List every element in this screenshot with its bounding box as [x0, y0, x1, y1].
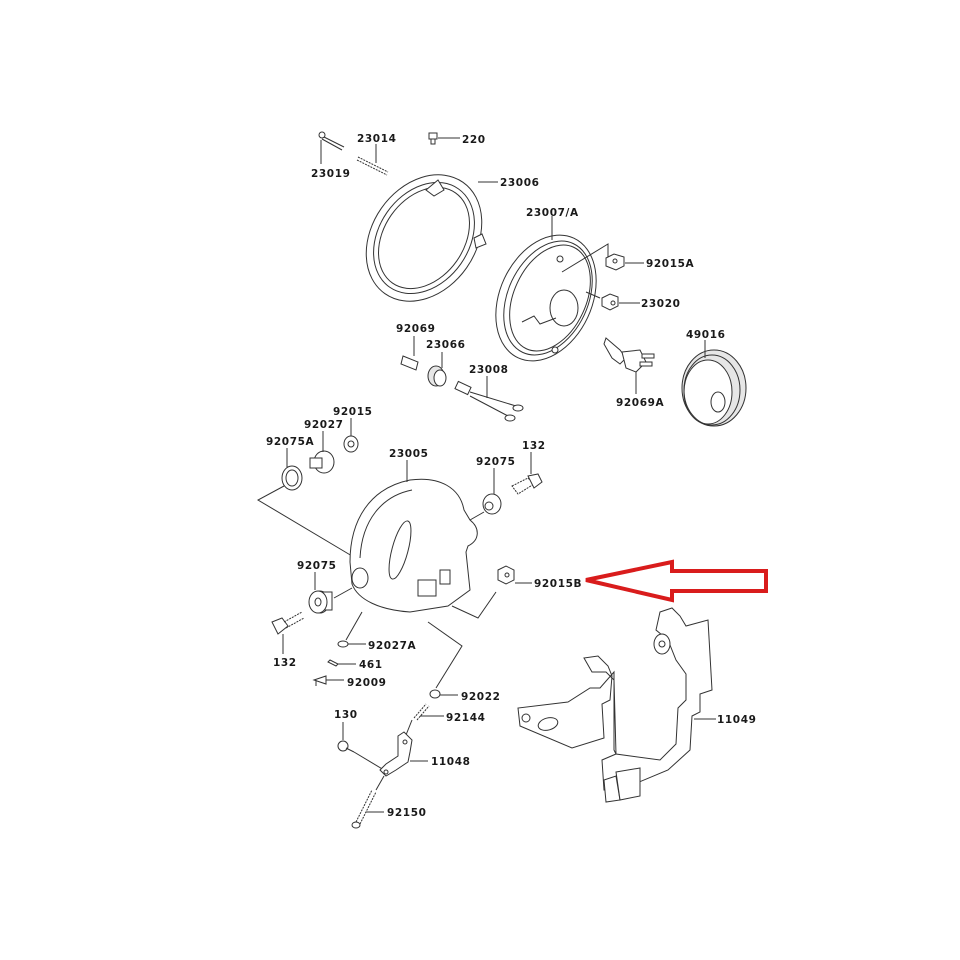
nut-92015a-icon: [605, 253, 644, 271]
label-92027a: 92027A: [368, 640, 417, 652]
stay-bracket-11049-icon: [517, 607, 716, 803]
label-92022: 92022: [461, 691, 501, 703]
label-11048: 11048: [431, 756, 471, 768]
bracket-11048-icon: [379, 731, 428, 777]
rim-ring-23006-icon: [365, 174, 498, 302]
rubber-boot-49016-icon: [681, 340, 747, 427]
label-23014: 23014: [357, 133, 397, 145]
label-92144: 92144: [446, 712, 486, 724]
label-132-bottom: 132: [273, 657, 297, 669]
bolt-92150-icon: [351, 775, 385, 829]
bulb-92069a-icon: [603, 337, 655, 394]
label-92009: 92009: [347, 677, 387, 689]
grommet-92075a-icon: [256, 448, 353, 557]
label-23020: 23020: [641, 298, 681, 310]
screw-23014-icon: [356, 144, 389, 176]
bolt-23019-icon: [318, 131, 345, 164]
label-49016: 49016: [686, 329, 726, 341]
label-23066: 23066: [426, 339, 466, 351]
label-92075a: 92075A: [266, 436, 315, 448]
label-220: 220: [462, 134, 486, 146]
nut-92015b-icon: [451, 565, 532, 619]
screw-92009-icon: [312, 675, 344, 686]
label-92150: 92150: [387, 807, 427, 819]
grommet-23066-icon: [427, 352, 447, 387]
headlight-unit-23007a-icon: [495, 216, 609, 362]
screw-461-icon: [327, 659, 356, 667]
label-92069: 92069: [396, 323, 436, 335]
bolt-130-icon: [337, 722, 385, 771]
label-92015a: 92015A: [646, 258, 695, 270]
label-92075-left: 92075: [297, 560, 337, 572]
highlight-arrow-icon: [585, 559, 768, 603]
nut-92022-icon: [427, 621, 463, 699]
label-23005: 23005: [389, 448, 429, 460]
label-23007a: 23007/A: [526, 207, 579, 219]
label-23008: 23008: [469, 364, 509, 376]
label-92075-right: 92075: [476, 456, 516, 468]
housing-23005-icon: [349, 460, 478, 613]
label-23019: 23019: [311, 168, 351, 180]
label-92015: 92015: [333, 406, 373, 418]
grommet-92075-right-icon: [469, 468, 502, 521]
spring-92144-icon: [403, 703, 444, 741]
label-130: 130: [334, 709, 358, 721]
label-92015b: 92015B: [534, 578, 583, 590]
label-92069a: 92069A: [616, 397, 665, 409]
label-461: 461: [359, 659, 383, 671]
label-92027: 92027: [304, 419, 344, 431]
bolt-132-top-icon: [511, 452, 543, 495]
label-132-top: 132: [522, 440, 546, 452]
label-11049: 11049: [717, 714, 757, 726]
clip-23020-icon: [601, 293, 640, 311]
nut-92015-icon: [343, 418, 359, 453]
bulb-92069-icon: [400, 336, 419, 371]
collar-92027-icon: [309, 431, 335, 474]
screw-92027a-icon: [337, 611, 366, 648]
socket-harness-23008-icon: [454, 376, 524, 422]
bolt-132-bottom-icon: [271, 611, 305, 654]
grommet-92075-left-icon: [308, 572, 353, 614]
label-23006: 23006: [500, 177, 540, 189]
screw-220-icon: [428, 132, 460, 145]
